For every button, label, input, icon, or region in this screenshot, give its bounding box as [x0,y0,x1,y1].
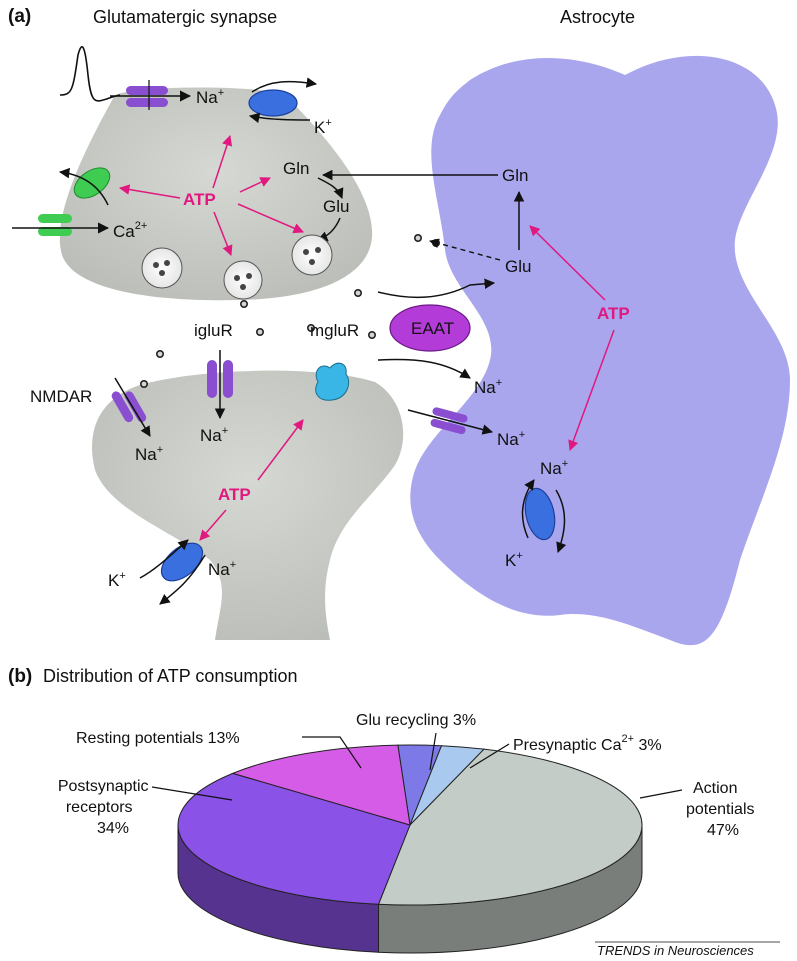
eaat-na-arrow [377,358,471,379]
atp-arrow-to-vesicle-right [237,203,304,234]
iglur-label: igluR [194,321,233,340]
eaat-label: EAAT [411,319,454,338]
na-label-iglur: Na+ [200,425,228,445]
panel-b-label: (b) [8,666,32,687]
atp-postsynaptic: ATP [218,485,251,504]
postsynaptic-spine [92,370,404,640]
astro-pump-out-arrow [555,489,567,553]
journal-credit: TRENDS in Neurosciences [597,943,754,958]
atp-arrow-to-vesicle-mid [213,211,233,256]
pie-slice-postsynaptic-receptors [177,772,411,905]
astro-na-influx-arrow [407,409,494,435]
k-label-post-pump: K+ [108,570,126,590]
glu-uptake-arrow [377,278,496,299]
glu-release-dashed [429,238,501,261]
na-label-nmdar: Na+ [135,444,163,464]
ca-channel [38,214,72,236]
vesicle-3 [291,234,333,276]
na-label-post-pump: Na+ [208,559,236,579]
astrocyte-title: Astrocyte [560,7,635,27]
pie-title: Distribution of ATP consumption [43,666,297,686]
na-label-astro-pump: Na+ [540,458,568,478]
gln-to-glu-arrow [317,177,344,199]
pie-slice-action-potentials [377,748,643,906]
panel-a-label: (a) [8,6,31,27]
na-label-astro-channel: Na+ [497,429,525,449]
vesicle-2 [223,260,263,300]
iglur-receptor [207,360,233,398]
gln-astrocyte: Gln [502,166,528,185]
k-label-astro: K+ [505,550,523,570]
astrocyte-body [410,55,790,646]
glu-astrocyte: Glu [505,257,531,276]
atp-astro-arrow-up [529,225,606,301]
atp-arrow-to-ca-pump [118,184,181,199]
mglur-receptor [315,362,350,401]
atp-arrow-to-na-pump [239,177,271,193]
ca-pump [73,167,111,199]
label-glu-recycling: Glu recycling 3% [356,712,476,729]
na-channel-astrocyte [430,407,468,435]
atp-astrocyte: ATP [597,304,630,323]
atp-post-arrow-down [199,509,227,541]
label-resting-potentials: Resting potentials 13% [76,730,240,747]
ca-label: Ca2+ [113,220,147,241]
k-label-top: K+ [314,117,332,137]
na-label-eaat: Na+ [474,377,502,397]
nmdar-na-arrow [114,377,151,437]
mglur-label: mgluR [310,321,359,340]
pie-leader-lines [151,732,683,801]
ca-out-arrow [58,167,109,206]
na-k-pump-postsynaptic [160,542,204,582]
na-label-top: Na+ [196,87,224,107]
pump-in-arrow [248,112,311,123]
gln-presynaptic: Gln [283,159,309,178]
nmdar-receptor [111,391,147,423]
label-postsynaptic-receptors: Postsynaptic receptors 34% [58,778,153,837]
na-k-pump-presynaptic [248,89,298,117]
atp-arrow-to-na [212,135,233,189]
action-potential-trace [59,46,121,102]
nmdar-label: NMDAR [30,387,92,406]
synapse-title: Glutamatergic synapse [93,7,277,27]
vesicle-1 [141,247,183,289]
astro-pump-in-arrow [521,479,535,539]
atp-astro-arrow-down [568,329,615,451]
na-channel-presynaptic [126,80,168,110]
pie-tops [177,744,643,906]
atp-presynaptic: ATP [183,190,216,209]
post-pump-in-arrow [139,539,189,579]
glutamate-molecules [140,234,440,388]
label-action-potentials: Action potentials 47% [686,780,759,839]
atp-post-arrow-up [257,419,304,481]
pump-out-arrow [251,77,318,93]
eaat-transporter [389,304,471,352]
pie-slice-resting-potentials [231,744,411,826]
glu-presynaptic: Glu [323,197,349,216]
post-pump-out-arrow [159,554,206,605]
label-presynaptic-ca: Presynaptic Ca2+ 3% [513,733,662,754]
